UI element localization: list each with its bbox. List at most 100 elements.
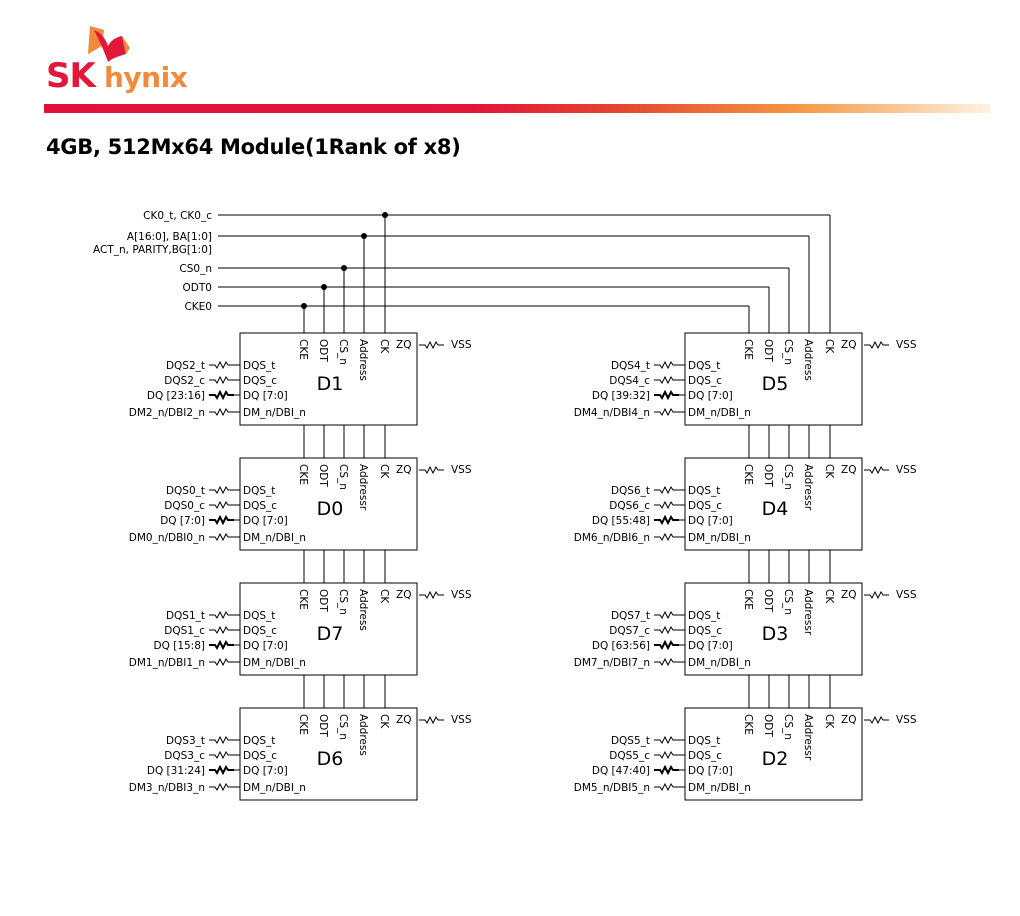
page-title: 4GB, 512Mx64 Module(1Rank of x8) (46, 135, 461, 159)
chip-pin-label: DQ [7:0] (243, 390, 288, 402)
chip-pin-label: DQS_t (243, 360, 275, 372)
chip-pin-label: DM_n/DBI_n (688, 782, 751, 794)
resistor-icon (654, 532, 679, 542)
chip-pin-label: DQS_t (688, 360, 720, 372)
external-signal-label: DQS0_t (166, 485, 205, 497)
resistor-icon (209, 625, 234, 635)
command-bus: CK0_t, CK0_cA[16:0], BA[1:0]ACT_n, PARIT… (93, 210, 831, 333)
resistor-icon (654, 657, 679, 667)
resistor-icon (654, 610, 679, 620)
external-signal-label: DQ [31:24] (147, 765, 205, 777)
chip-body (684, 332, 863, 426)
chip-pin-label: DQS_t (243, 610, 275, 622)
bus-label: ODT0 (183, 282, 212, 294)
pin-label-3: Addressr (802, 589, 814, 636)
junction-dot (361, 233, 367, 239)
resistor-icon (209, 375, 234, 385)
junction-dot (341, 265, 347, 271)
zq-resistor-icon (419, 715, 444, 725)
pin-label-4: CK (378, 464, 390, 479)
dq-resistor-icon (654, 389, 679, 401)
chip-pin-label: DQS_c (688, 750, 722, 762)
external-signal-label: DM7_n/DBI7_n (574, 657, 650, 669)
resistor-icon (654, 750, 679, 760)
external-signal-label: DQS1_c (164, 625, 205, 637)
external-signal-label: DM5_n/DBI5_n (574, 782, 650, 794)
external-signal-label: DQS3_c (164, 750, 205, 762)
zq-resistor-icon (864, 340, 889, 350)
chip-pin-label: DQS_t (688, 735, 720, 747)
chip-name: D5 (762, 373, 789, 395)
external-signal-label: DM1_n/DBI1_n (129, 657, 205, 669)
pin-label-3: Address (357, 339, 369, 381)
vss-label: VSS (896, 589, 917, 601)
chip-pin-label: DM_n/DBI_n (688, 407, 751, 419)
pin-label-1: ODT (762, 339, 774, 362)
resistor-icon (654, 500, 679, 510)
resistor-icon (209, 735, 234, 745)
dq-resistor-icon (654, 764, 679, 776)
vss-label: VSS (896, 714, 917, 726)
chip-pin-label: DQS_c (243, 750, 277, 762)
resistor-icon (654, 407, 679, 417)
resistor-icon (209, 610, 234, 620)
chip-pin-label: DQS_c (243, 500, 277, 512)
chip-pin-label: DQS_t (243, 735, 275, 747)
pin-label-1: ODT (762, 464, 774, 487)
zq-label: ZQ (841, 464, 856, 476)
chip-pin-label: DQ [7:0] (243, 640, 288, 652)
butterfly-logo-icon (88, 26, 130, 62)
external-signal-label: DQ [15:8] (154, 640, 205, 652)
junction-dot (382, 212, 388, 218)
chip-pin-label: DQS_t (688, 485, 720, 497)
external-signal-label: DM6_n/DBI6_n (574, 532, 650, 544)
pin-label-4: CK (823, 464, 835, 479)
chip-pin-label: DQ [7:0] (688, 765, 733, 777)
resistor-icon (654, 735, 679, 745)
resistor-icon (209, 657, 234, 667)
chip-name: D4 (762, 498, 789, 520)
dq-resistor-icon (209, 764, 234, 776)
chip-pin-label: DQS_t (243, 485, 275, 497)
pin-label-4: CK (378, 339, 390, 354)
zq-label: ZQ (841, 339, 856, 351)
resistor-icon (654, 782, 679, 792)
zq-label: ZQ (396, 464, 411, 476)
chip-name: D3 (762, 623, 789, 645)
external-signal-label: DQS0_c (164, 500, 205, 512)
bus-label: CK0_t, CK0_c (143, 210, 212, 222)
resistor-icon (209, 532, 234, 542)
external-signal-label: DQ [39:32] (592, 390, 650, 402)
external-signal-label: DQS3_t (166, 735, 205, 747)
chip-name: D7 (317, 623, 344, 645)
zq-label: ZQ (396, 589, 411, 601)
resistor-icon (654, 375, 679, 385)
pin-label-4: CK (378, 714, 390, 729)
zq-resistor-icon (864, 465, 889, 475)
chip-pin-label: DM_n/DBI_n (243, 532, 306, 544)
chip-body (684, 457, 863, 551)
external-signal-label: DM0_n/DBI0_n (129, 532, 205, 544)
pin-label-4: CK (823, 589, 835, 604)
vss-label: VSS (451, 589, 472, 601)
bus-label: CS0_n (179, 263, 212, 275)
chip-pin-label: DQS_t (688, 610, 720, 622)
pin-label-2: CS_n (782, 464, 794, 490)
zq-label: ZQ (841, 714, 856, 726)
pin-label-0: CKE (742, 339, 754, 360)
external-signal-label: DQ [23:16] (147, 390, 205, 402)
external-signal-label: DM3_n/DBI3_n (129, 782, 205, 794)
pin-label-0: CKE (297, 464, 309, 485)
resistor-icon (654, 625, 679, 635)
zq-resistor-icon (419, 465, 444, 475)
external-signal-label: DQS2_t (166, 360, 205, 372)
vss-label: VSS (451, 714, 472, 726)
chip-pin-label: DQS_c (688, 375, 722, 387)
external-signal-label: DQS7_t (611, 610, 650, 622)
chip-pin-label: DM_n/DBI_n (243, 407, 306, 419)
